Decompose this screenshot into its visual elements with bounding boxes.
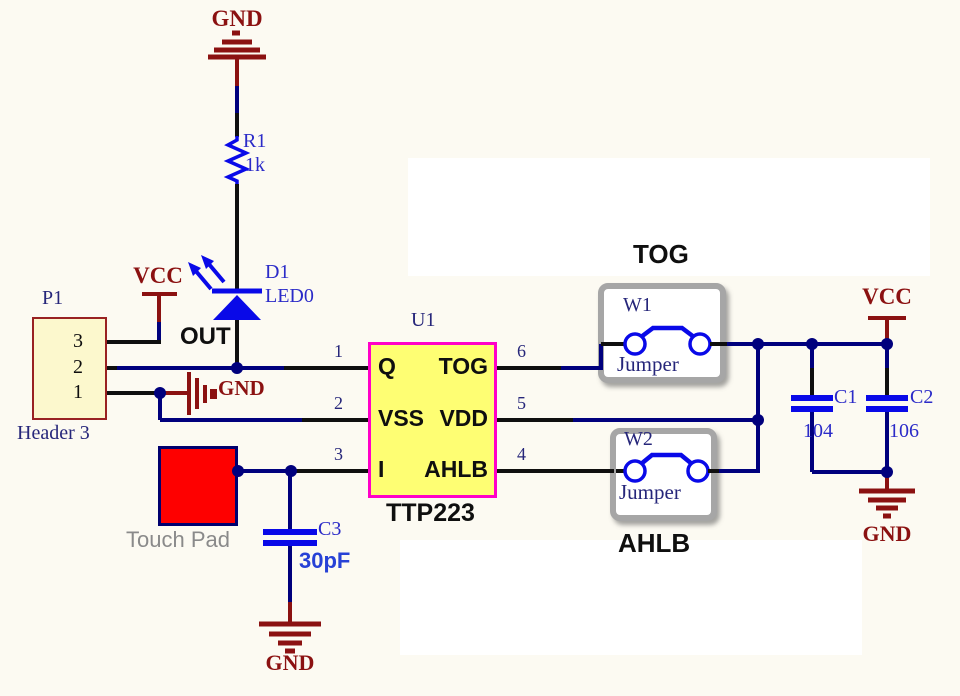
chip-pin-vss-label: VSS [378, 405, 425, 431]
chip-pin4-number: 4 [517, 444, 526, 464]
gnd-bottom-symbol [259, 621, 321, 654]
header-pin3-number: 3 [73, 330, 83, 352]
chip-ref-label: U1 [411, 309, 436, 331]
header-pin1-number: 1 [73, 381, 83, 403]
chip-pin-vdd-label: VDD [439, 405, 488, 431]
ahlb-net-heading: AHLB [618, 528, 691, 558]
cap-c3-value-label: 30pF [299, 548, 351, 573]
chip-pin6-number: 6 [517, 341, 526, 361]
jumper-w1-body [598, 283, 726, 383]
chip-u1-body [368, 342, 497, 498]
vcc-right-label: VCC [862, 284, 912, 309]
cap-c2-value-label: 106 [889, 420, 919, 442]
chip-pin1-number: 1 [334, 341, 343, 361]
jumper-w2-bridge [639, 452, 694, 466]
jumper-w2-ref-label: W2 [624, 428, 653, 450]
gnd-mid-label: GND [218, 376, 265, 400]
jumper-w1-value-label: Jumper [617, 352, 679, 376]
header-value-label: Header 3 [17, 422, 90, 444]
led-ref-label: D1 [265, 261, 290, 283]
tog-net-heading: TOG [633, 239, 689, 269]
cap-c1-value-label: 104 [803, 420, 833, 442]
resistor-value-label: 1k [245, 154, 265, 176]
resistor-ref-label: R1 [243, 130, 267, 152]
gnd-top-label: GND [211, 6, 263, 31]
out-net-label: OUT [180, 323, 231, 350]
cap-c3-ref-label: C3 [318, 518, 342, 540]
chip-pin-i-label: I [378, 456, 385, 482]
white-background-patch-bottom [400, 540, 862, 655]
resistor-r1-symbol [223, 136, 251, 185]
junction-dots [154, 338, 893, 478]
led-emission-arrows [188, 255, 226, 291]
led-triangle [213, 295, 261, 320]
gnd-mid-symbol [187, 372, 207, 415]
header-pin2-number: 2 [73, 356, 83, 378]
jumper-w1-terminal-left [623, 332, 647, 356]
vcc-left-label: VCC [133, 263, 183, 288]
cap-c1-ref-label: C1 [834, 386, 858, 408]
chip-value-label: TTP223 [386, 499, 475, 527]
chip-pin-tog-label: TOG [438, 353, 488, 379]
jumper-w1-ref-label: W1 [623, 294, 652, 316]
gnd-right-symbol [859, 488, 915, 519]
chip-pin3-number: 3 [334, 444, 343, 464]
jumper-w2-terminal-left [623, 459, 647, 483]
led-value-label: LED0 [265, 285, 314, 307]
touch-pad-label: Touch Pad [126, 527, 230, 552]
chip-pin2-number: 2 [334, 393, 343, 413]
cap-c2-ref-label: C2 [910, 386, 934, 408]
gnd-right-label: GND [862, 521, 912, 546]
chip-pin-ahlb-label: AHLB [424, 456, 488, 482]
header-ref-label: P1 [42, 287, 64, 309]
white-background-patch-top [408, 158, 930, 276]
chip-pin-q-label: Q [378, 353, 396, 379]
jumper-w2-value-label: Jumper [619, 480, 681, 504]
gnd-mid-dot [210, 389, 217, 399]
gnd-top-symbol [208, 30, 266, 60]
header-p1-body [32, 317, 107, 420]
touch-pad-body [158, 446, 238, 526]
gnd-bottom-label: GND [265, 650, 315, 675]
jumper-w1-bridge [639, 325, 696, 339]
chip-pin5-number: 5 [517, 393, 526, 413]
